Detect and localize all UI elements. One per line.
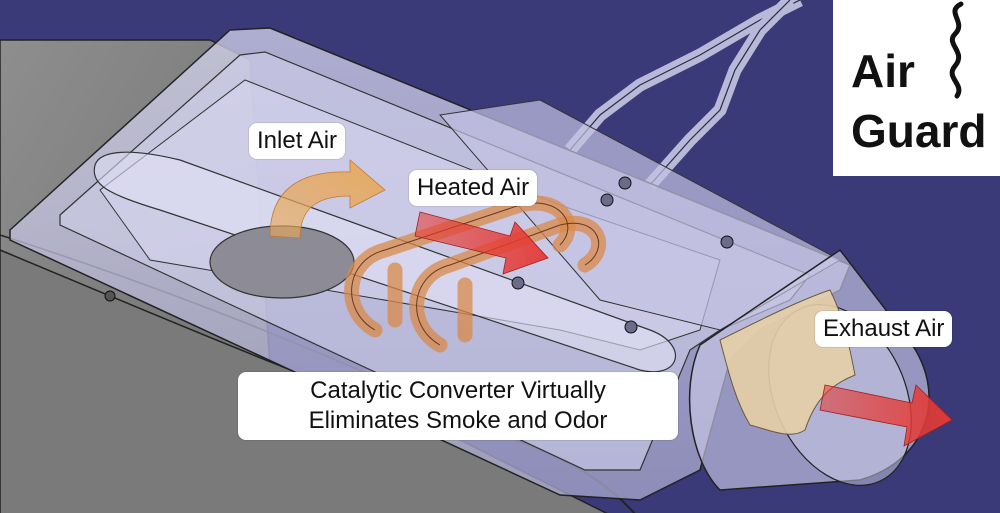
catalytic-converter-label: Catalytic Converter Virtually Eliminates…: [238, 372, 678, 440]
bolts: [511, 176, 734, 334]
exhaust-air-label: Exhaust Air: [815, 311, 953, 347]
airguard-logo: Air Guard: [833, 0, 1000, 176]
logo-line-2: Guard: [851, 105, 987, 157]
logo-line-1: Air: [851, 45, 915, 97]
heating-coil-outline: [351, 202, 600, 346]
inlet-air-arrow: [269, 159, 386, 239]
inlet-air-label: Inlet Air: [249, 123, 346, 159]
converter-line-1: Catalytic Converter Virtually: [310, 377, 606, 404]
heated-air-label: Heated Air: [409, 170, 538, 206]
screw: [104, 290, 116, 302]
tube: [93, 151, 677, 373]
smoke-swirl-icon: [949, 1, 964, 99]
wires: [565, 0, 803, 190]
exhaust-air-arrow: [819, 384, 953, 447]
heated-air-arrow: [414, 211, 549, 275]
converter-line-2: Eliminates Smoke and Odor: [308, 407, 608, 434]
